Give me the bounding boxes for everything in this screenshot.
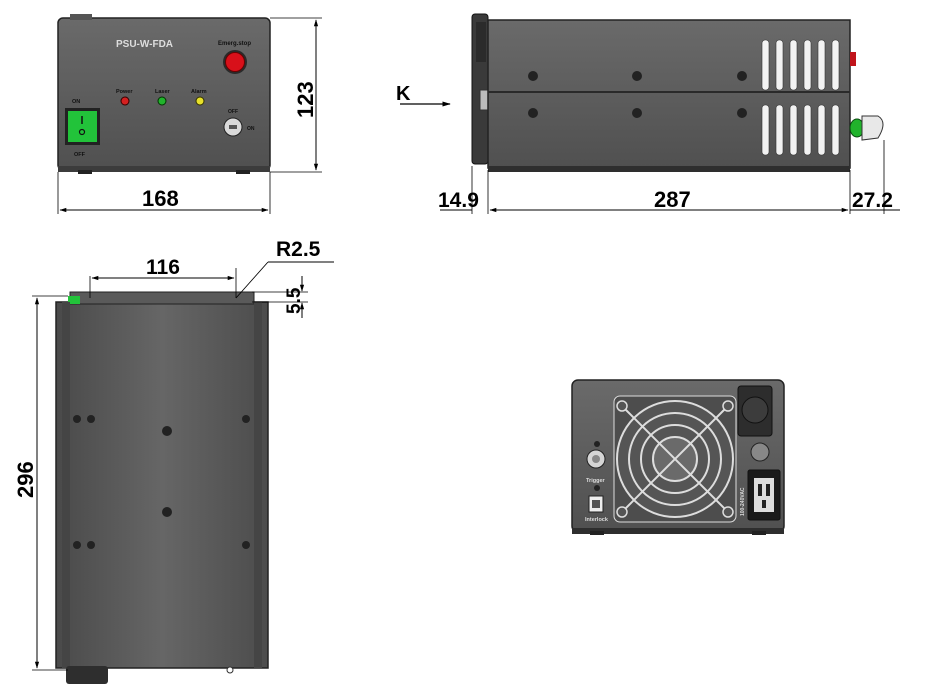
- width-dim: 168: [142, 186, 179, 211]
- estop-label: Emerg.stop: [218, 41, 251, 47]
- trigger-label: Trigger: [586, 478, 606, 484]
- alarm-led: [195, 96, 205, 106]
- right-offset-dim: 27.2: [852, 189, 893, 212]
- front-dimensions: 123 168: [57, 17, 322, 214]
- view-direction-k: K: [396, 83, 451, 107]
- interlock-label: Interlock: [585, 517, 609, 523]
- top-dimensions: 116 R2.5 5.5 296: [13, 238, 334, 671]
- height-dim: 123: [293, 81, 318, 118]
- left-offset-dim: 14.9: [438, 189, 479, 212]
- view-k-label: K: [396, 83, 411, 105]
- fiber-port[interactable]: [750, 442, 770, 462]
- laser-label: Laser: [155, 89, 171, 95]
- side-dimensions: 14.9 287 27.2: [438, 140, 900, 214]
- key-on-label: ON: [247, 126, 255, 132]
- depth-dim: 296: [13, 461, 38, 498]
- voltage-label: 100-240VAC: [740, 487, 746, 516]
- laser-led: [157, 96, 167, 106]
- power-led: [120, 96, 130, 106]
- model-label: PSU-W-FDA: [116, 39, 173, 50]
- length-dim: 287: [654, 187, 691, 212]
- switch-on-label: ON: [72, 99, 80, 105]
- rear-view: Trigger Interlock 100-240VAC: [571, 379, 785, 535]
- key-off-label: OFF: [228, 109, 238, 115]
- power-label: Power: [116, 89, 133, 95]
- top-view: [55, 291, 269, 684]
- front-view: PSU-W-FDA Emerg.stop Power Laser Alarm O…: [57, 14, 271, 174]
- switch-off-label: OFF: [74, 152, 86, 158]
- hole-spacing-dim: 116: [146, 256, 180, 279]
- alarm-label: Alarm: [191, 89, 207, 95]
- side-view: [471, 13, 884, 172]
- fan-grille: [613, 395, 737, 523]
- hole-offset-dim: 5.5: [284, 287, 305, 314]
- radius-dim: R2.5: [276, 238, 321, 261]
